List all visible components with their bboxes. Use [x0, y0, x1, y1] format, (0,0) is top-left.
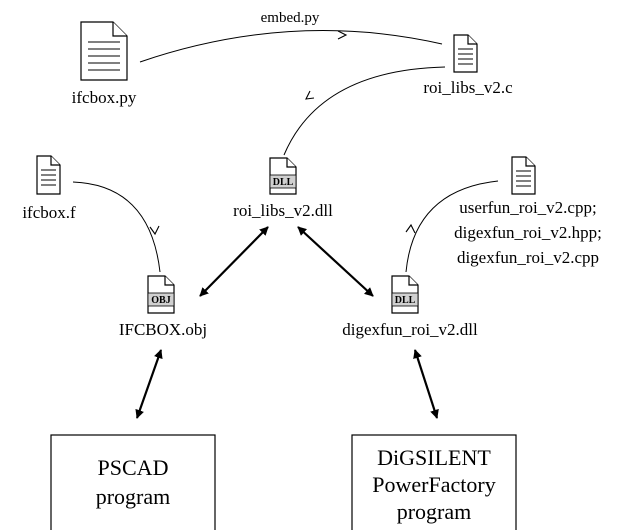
cpp-sources-icon	[511, 156, 536, 195]
cpp-source-line-3: digexfun_roi_v2.cpp	[457, 248, 599, 267]
digexfun-dll-label: digexfun_roi_v2.dll	[342, 320, 478, 339]
digexfun-digsilent-link	[413, 349, 439, 419]
roi-libs-dll-icon: DLL	[269, 157, 297, 195]
digsilent-line-3: program	[397, 499, 472, 524]
roi-libs-dll-label: roi_libs_v2.dll	[233, 201, 333, 220]
compile-roi-libs-arrowhead	[305, 90, 315, 100]
cpp-source-line-1: userfun_roi_v2.cpp;	[459, 198, 596, 217]
digsilent-program-box: DiGSILENT PowerFactory program	[351, 434, 517, 530]
ifcbox-obj-icon: OBJ	[147, 275, 175, 314]
compile-digexfun-arrowhead	[405, 223, 416, 234]
digsilent-line-1: DiGSILENT	[377, 445, 491, 470]
embed-arrowhead	[337, 30, 348, 40]
roi-libs-digexfun-link	[297, 226, 374, 297]
compile-ifcbox-arrow	[72, 181, 161, 273]
cpp-source-line-2: digexfun_roi_v2.hpp;	[454, 223, 602, 242]
roi-libs-dll-badge: DLL	[273, 177, 294, 188]
roi-libs-ifcbox-link	[199, 226, 269, 297]
ifcbox-obj-badge: OBJ	[151, 295, 170, 306]
pscad-program-box: PSCAD program	[50, 434, 216, 530]
roi-libs-c-label: roi_libs_v2.c	[423, 78, 513, 97]
ifcbox-py-icon	[80, 21, 128, 81]
digsilent-line-2: PowerFactory	[372, 472, 495, 497]
pscad-line-1: PSCAD	[98, 455, 169, 480]
ifcbox-pscad-link	[135, 349, 163, 419]
ifcbox-obj-label: IFCBOX.obj	[119, 320, 207, 339]
embed-arrow	[139, 30, 443, 63]
ifcbox-f-icon	[36, 155, 61, 195]
ifcbox-f-label: ifcbox.f	[22, 203, 76, 222]
digexfun-dll-icon: DLL	[391, 275, 419, 314]
compile-digexfun-arrow	[405, 180, 499, 273]
embed-label: embed.py	[261, 10, 320, 26]
compile-ifcbox-arrowhead	[149, 225, 160, 236]
digexfun-dll-badge: DLL	[395, 295, 416, 306]
roi-libs-c-icon	[453, 34, 478, 73]
pscad-line-2: program	[96, 484, 171, 509]
compile-roi-libs-arrow	[283, 66, 446, 156]
ifcbox-py-label: ifcbox.py	[72, 88, 137, 107]
